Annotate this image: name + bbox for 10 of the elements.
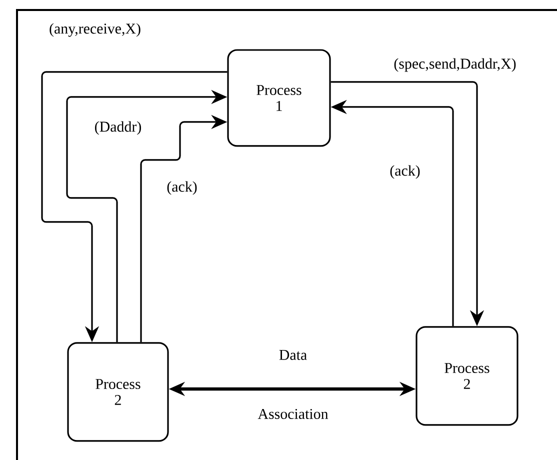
edge-label: (Daddr) bbox=[93, 120, 143, 136]
process-box: Process 2 bbox=[416, 326, 518, 426]
edge-label: (ack) bbox=[166, 180, 198, 196]
edge-label: (spec,send,Daddr,X) bbox=[392, 57, 518, 73]
edge-label: (any,receive,X) bbox=[48, 22, 142, 38]
edge-label: (ack) bbox=[388, 164, 422, 180]
edge-label: Data bbox=[278, 349, 308, 361]
text-label: Association bbox=[256, 408, 330, 420]
process-box: Process 2 bbox=[67, 342, 169, 442]
process-box: Process 1 bbox=[227, 49, 331, 147]
